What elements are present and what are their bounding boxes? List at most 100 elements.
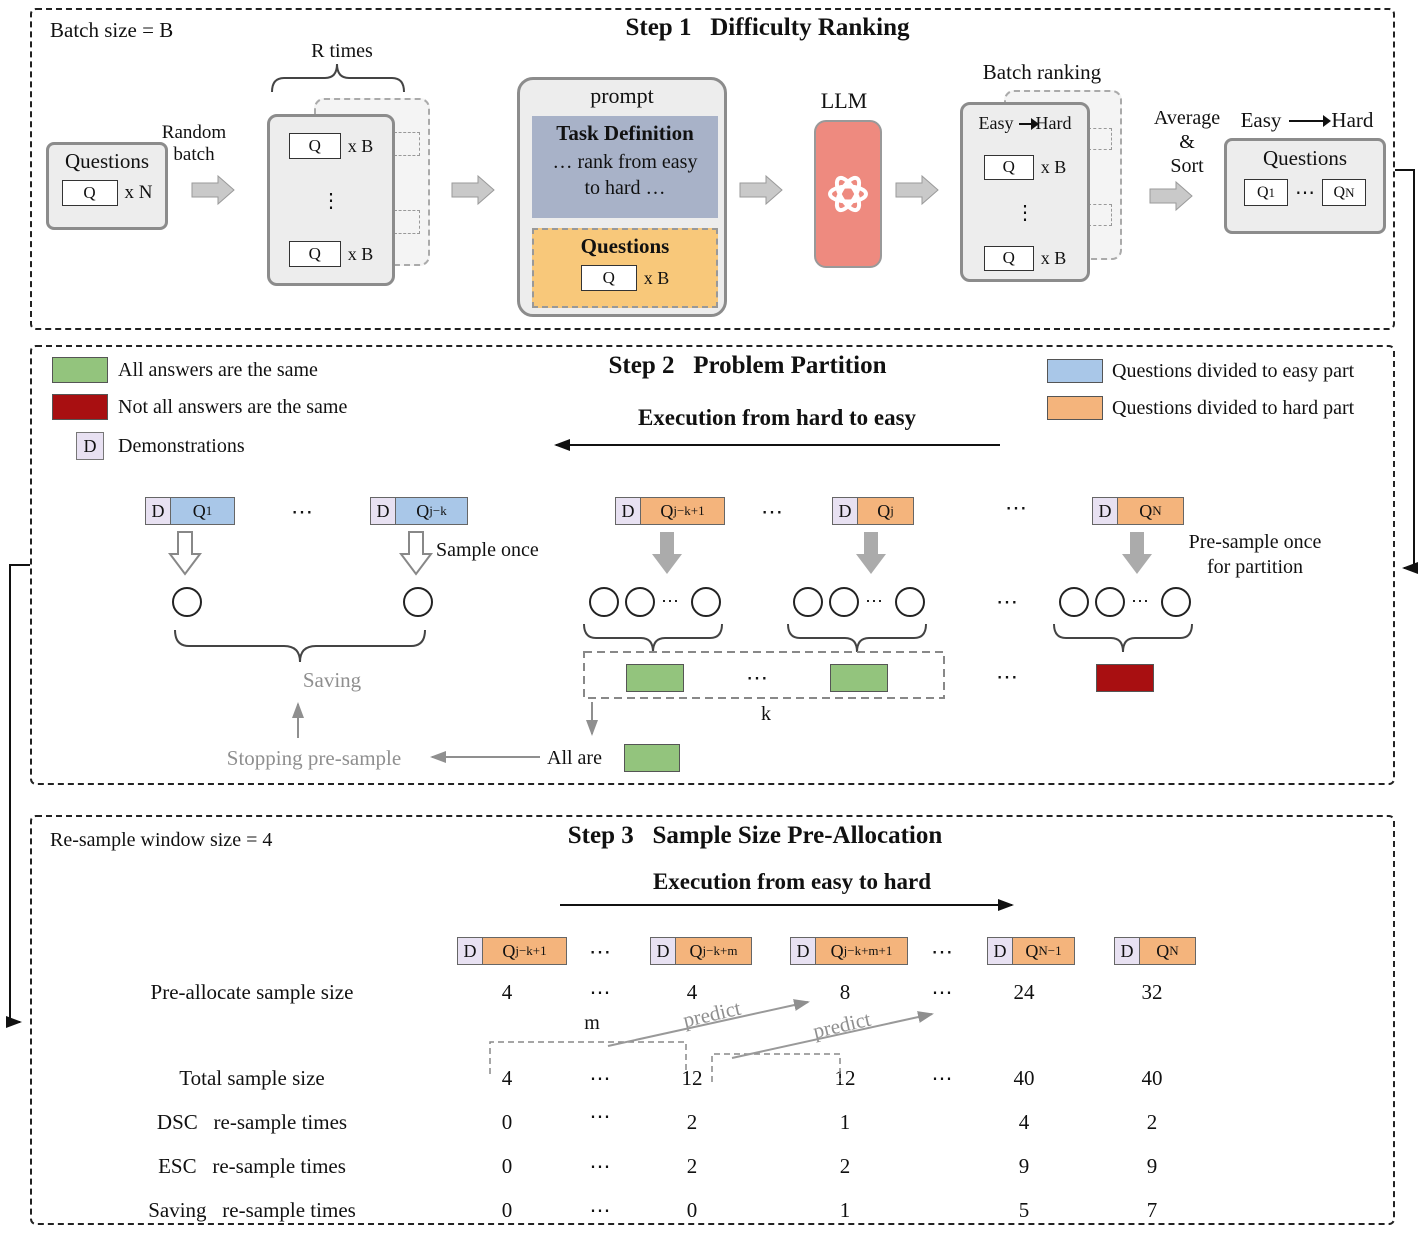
llm-icon [828,175,868,213]
q-count: x B [1040,156,1067,177]
q-box: Q [983,154,1034,180]
step3-panel: Re-sample window size = 4 Step 3 Sample … [30,815,1395,1225]
all-are-label: All are [547,747,602,769]
table-cell: 5 [1018,1198,1030,1222]
q-label: Q [83,183,96,202]
row-label-esc: ESC re-sample times [158,1154,346,1178]
sample-circle [589,587,619,617]
sample-circle [793,587,823,617]
sample-once-label: Sample once [436,539,539,561]
hdots: ⋯ [761,499,783,524]
table-cell: 4 [686,980,698,1004]
row-label-preallocate: Pre-allocate sample size [150,980,354,1004]
q-label: Q [1002,248,1015,268]
demo-badge: D [832,497,858,525]
hdots: ⋯ [996,664,1018,689]
table-cell: 0 [501,1110,513,1134]
legend-blue-swatch [1047,359,1103,383]
q-box: Q [288,241,341,267]
random-batch-box: Q x B ⋮ Q x B [267,114,395,286]
stopping-pre-sample-label: Stopping pre-sample [226,746,402,770]
legend-green-label: All answers are the same [118,359,318,381]
sample-circle [403,587,433,617]
questions-pool-box: Questions Q x N [46,142,168,230]
legend-blue-label: Questions divided to easy part [1112,360,1355,382]
hdots: ⋯ [1131,591,1149,611]
all-same-box [830,664,888,692]
ghost-question-box [1088,128,1112,150]
q-count: x N [124,182,153,203]
hdots: ⋯ [865,591,883,611]
random-batch-label: Random batch [161,122,227,165]
hdots: ⋯ [291,499,313,524]
table-cell: 9 [1018,1154,1030,1178]
easy-word: Easy [978,113,1014,133]
table-cell: 0 [686,1198,698,1222]
table-cell: 7 [1146,1198,1158,1222]
prompt-questions-title: Questions [580,234,670,258]
sample-circle [1161,587,1191,617]
q-label: Q [602,268,615,287]
demo-badge: D [370,497,396,525]
table-cell: 9 [1146,1154,1158,1178]
hdots: ⋯ [1295,182,1315,204]
table-cell: 12 [834,1066,856,1090]
llm-box [814,120,882,268]
connector-step1-step2 [1395,169,1418,574]
saving-label: Saving [302,668,362,692]
ghost-question-box [394,210,420,234]
sample-circle [1095,587,1125,617]
hdots: ⋯ [1005,495,1027,520]
execution-hard-to-easy-label: Execution from hard to easy [637,405,917,430]
table-cell: 0 [501,1154,513,1178]
hdots: ⋯ [746,665,768,690]
table-cell: 2 [839,1154,851,1178]
step2-panel: Step 2 Problem Partition All answers are… [30,345,1395,785]
table-cell: 12 [681,1066,703,1090]
q-label: Q [308,244,321,263]
table-cell: 1 [839,1110,851,1134]
vertical-dots: ⋮ [1015,202,1035,225]
table-cell: 40 [1141,1066,1163,1090]
ghost-question-box [1088,204,1112,226]
task-definition-body: … rank from easy to hard … [552,151,698,199]
task-definition-title: Task Definition [556,121,694,145]
hdots: ⋯ [661,591,679,611]
demo-badge: D [1114,937,1140,965]
easy-word: Easy [1240,108,1282,132]
prompt-questions-box: Questions Q x B [532,228,718,308]
table-cell: 32 [1141,980,1163,1004]
resample-window-label: Re-sample window size = 4 [50,829,273,851]
step3-title: Step 3 Sample Size Pre-Allocation [567,822,943,849]
legend-demo-label: Demonstrations [118,435,245,457]
legend-green-swatch [52,357,108,383]
demo-badge: D [457,937,483,965]
sample-circle [691,587,721,617]
llm-label: LLM [820,88,868,113]
q-count: x B [643,267,670,288]
table-cell: ⋯ [931,980,953,1004]
pre-sample-once-label: Pre-sample once for partition [1188,531,1322,578]
task-definition-box: Task Definition … rank from easy to hard… [532,116,718,218]
row-label-total: Total sample size [179,1066,325,1090]
demo-badge: D [145,497,171,525]
sample-circle [172,587,202,617]
table-cell: 24 [1013,980,1035,1004]
q-box: Q [580,265,637,291]
execution-easy-to-hard-label: Execution from easy to hard [652,869,932,894]
batch-size-label: Batch size = B [50,18,174,42]
not-same-box [1096,664,1154,692]
